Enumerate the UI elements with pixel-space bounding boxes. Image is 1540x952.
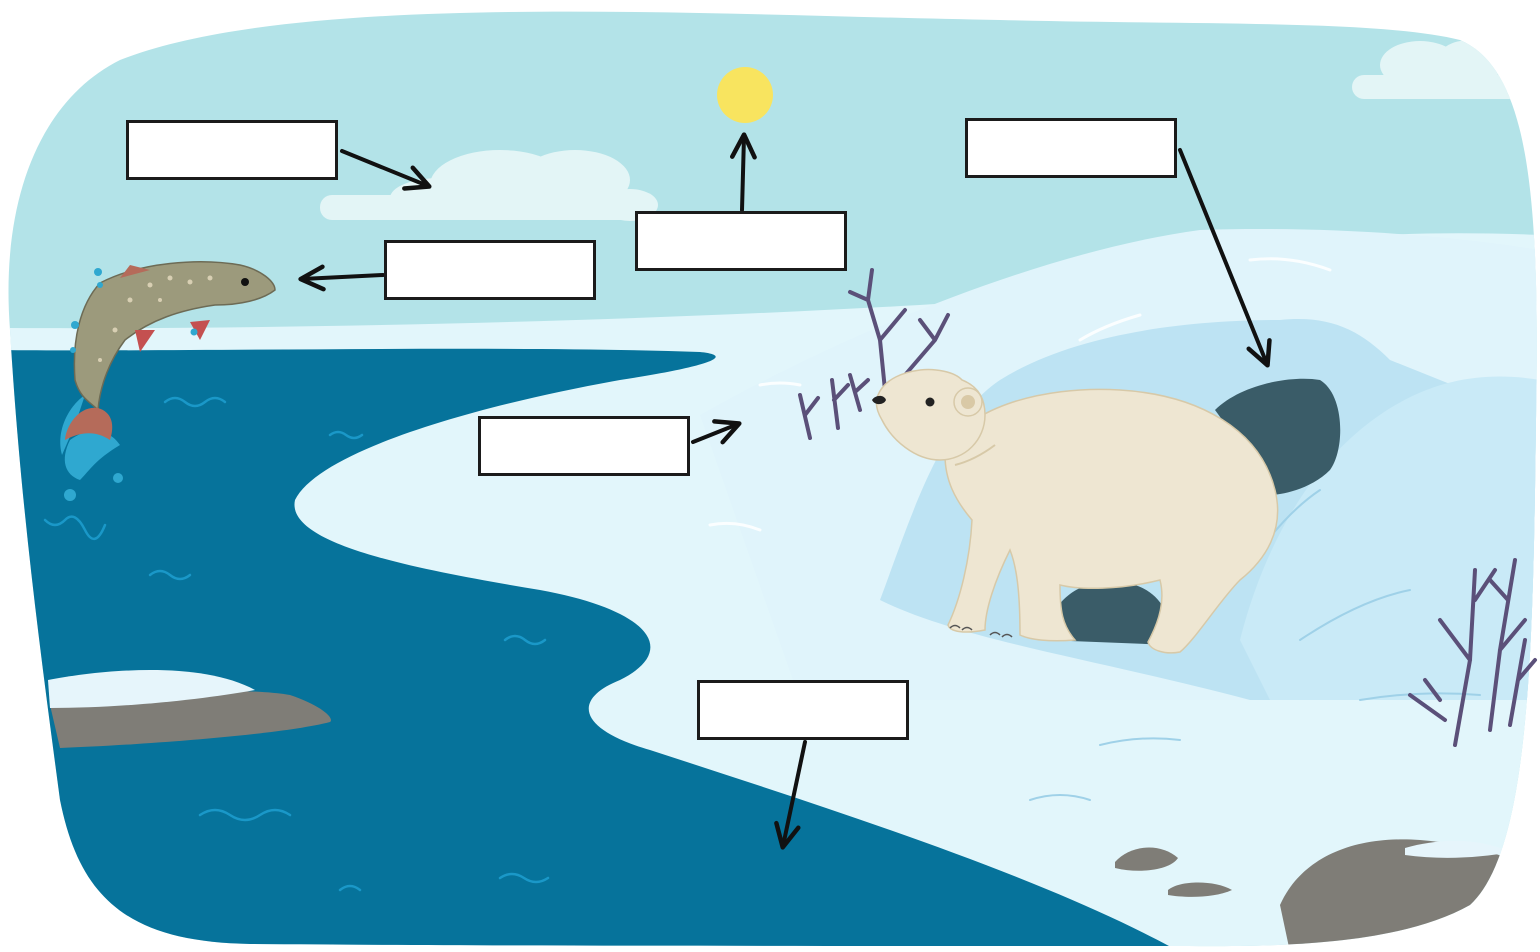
- label-box-fish[interactable]: [384, 240, 596, 300]
- rock-icon: [48, 670, 331, 748]
- twig-icon-right: [1408, 558, 1537, 747]
- polar-bear-icon: [872, 368, 1279, 654]
- label-box-snow[interactable]: [478, 416, 690, 476]
- label-box-fish-text: [387, 243, 593, 297]
- label-box-snow-text: [481, 419, 687, 473]
- arrow-to-fish: [298, 264, 385, 292]
- label-arrows: [298, 132, 1272, 850]
- label-box-sun[interactable]: [635, 211, 847, 271]
- arrow-to-snow: [691, 419, 742, 445]
- den-opening-upper: [1215, 378, 1341, 495]
- pebble-rocks: [1115, 847, 1232, 897]
- label-box-water[interactable]: [697, 680, 909, 740]
- label-box-cloud[interactable]: [126, 120, 338, 180]
- water: [8, 348, 1180, 947]
- twig-icon: [798, 268, 950, 440]
- label-box-den-text: [968, 121, 1174, 175]
- arrow-to-sun: [729, 132, 757, 212]
- den-opening-lower: [1045, 581, 1172, 645]
- water-ripples: [43, 396, 550, 892]
- fish-icon: [60, 261, 276, 501]
- label-box-cloud-text: [129, 123, 335, 177]
- label-box-water-text: [700, 683, 906, 737]
- arrow-to-cloud: [340, 149, 432, 191]
- sun-icon: [717, 67, 773, 123]
- arrow-to-water: [774, 740, 807, 850]
- arrow-to-den: [1178, 148, 1272, 368]
- label-box-sun-text: [638, 214, 844, 268]
- label-box-den[interactable]: [965, 118, 1177, 178]
